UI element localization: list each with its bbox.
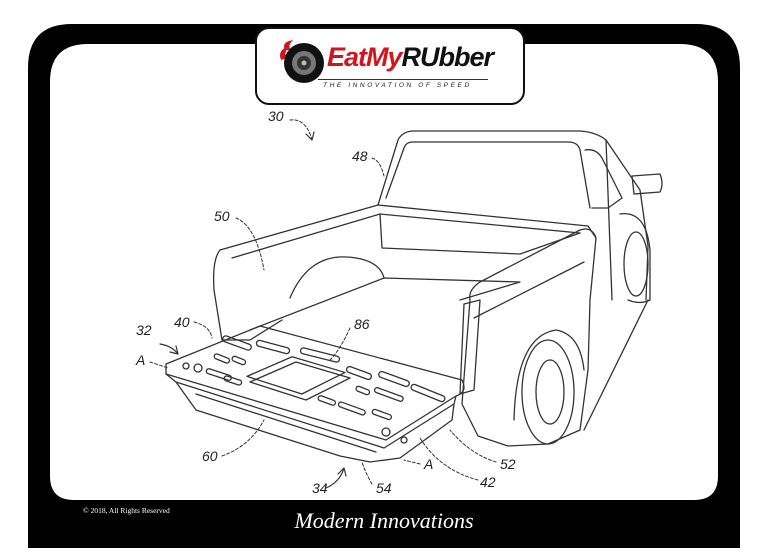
tailgate-slot (299, 347, 341, 363)
bed-right-side (461, 299, 591, 447)
bed-left-wall (212, 249, 283, 341)
tailgate-slot (373, 387, 404, 402)
ref-86: 86 (354, 316, 370, 332)
tagline-rule (318, 79, 488, 80)
ref-40: 40 (174, 314, 190, 330)
rear-wheel (521, 339, 575, 445)
ref-A-right: A (424, 456, 434, 472)
leader-line (235, 217, 265, 271)
copyright-notice: © 2018, All Rights Reserved (83, 506, 170, 515)
bed-front-wall (379, 213, 581, 255)
bed-right-rail (469, 228, 597, 301)
tailgate-slot (337, 401, 366, 416)
tailgate-slot (317, 395, 337, 406)
leader-line (371, 157, 385, 177)
ref-60: 60 (202, 448, 218, 464)
tailgate-edge (165, 373, 457, 449)
leader-line (149, 361, 169, 369)
ref-A-left: A (136, 352, 146, 368)
tailgate-recess (249, 361, 351, 401)
ref-42: 42 (480, 474, 496, 490)
leader-line (403, 459, 421, 465)
right-panel-crease (473, 261, 585, 319)
rear-fender-arch (513, 329, 585, 421)
side-window (584, 149, 623, 209)
mirror (631, 173, 663, 195)
wheel-well (289, 256, 385, 299)
ref-54: 54 (376, 480, 392, 496)
tailgate-slot (231, 355, 247, 366)
tailgate-slot (205, 368, 232, 381)
tailgate-slot (213, 353, 231, 364)
rear-wheel-rim (535, 359, 565, 425)
brand-tagline: THE INNOVATION OF SPEED (323, 82, 472, 89)
brand-wordmark: EatMyRUbber (327, 42, 495, 73)
front-wheel (623, 231, 649, 297)
tailgate-slot (222, 335, 252, 351)
arrow-30 (305, 131, 315, 141)
tailgate-bolt (400, 436, 408, 444)
tailgate-slot (223, 375, 243, 386)
brand-part2: RUbber (401, 42, 495, 72)
tailgate-slot (355, 385, 371, 396)
leader-line (329, 327, 351, 361)
leader-line (361, 461, 373, 485)
truck-underside (583, 299, 649, 431)
leader-line (419, 437, 479, 481)
tail-light (459, 299, 481, 395)
tailgate-crease (195, 393, 377, 453)
front-fender (619, 213, 651, 304)
footer-title: Modern Innovations (294, 508, 474, 533)
tailgate-recess (246, 356, 346, 395)
tailgate-slot (371, 408, 393, 421)
bed-floor (249, 277, 521, 331)
leader-line (221, 419, 265, 457)
cab-pillar (605, 139, 613, 301)
ref-32: 32 (136, 322, 152, 338)
bed-left-rail (219, 204, 597, 251)
tailgate-lower (175, 381, 455, 463)
brand-part1: EatMy (327, 42, 403, 72)
tailgate-slot (378, 370, 410, 388)
tailgate-top (165, 325, 465, 441)
brand-logo: EatMyRUbber THE INNOVATION OF SPEED (255, 27, 525, 105)
ref-50: 50 (214, 208, 230, 224)
tire-icon (280, 40, 324, 83)
leader-line (289, 119, 313, 141)
tailgate-bolt (193, 363, 203, 373)
tailgate-slot (410, 383, 446, 403)
ref-34: 34 (312, 480, 328, 496)
leader-line (193, 321, 213, 339)
tailgate-bolt (381, 427, 391, 437)
ref-52: 52 (500, 456, 516, 472)
arrow-32 (159, 343, 179, 355)
rear-window (385, 141, 591, 209)
tailgate-slot (345, 365, 373, 381)
leader-line (449, 429, 497, 463)
cab-outline (377, 130, 649, 301)
arrow-34 (325, 467, 347, 489)
tailgate-bolt (182, 362, 190, 370)
ref-30: 30 (268, 108, 284, 124)
ref-48: 48 (352, 148, 368, 164)
tailgate-slot (255, 339, 291, 355)
